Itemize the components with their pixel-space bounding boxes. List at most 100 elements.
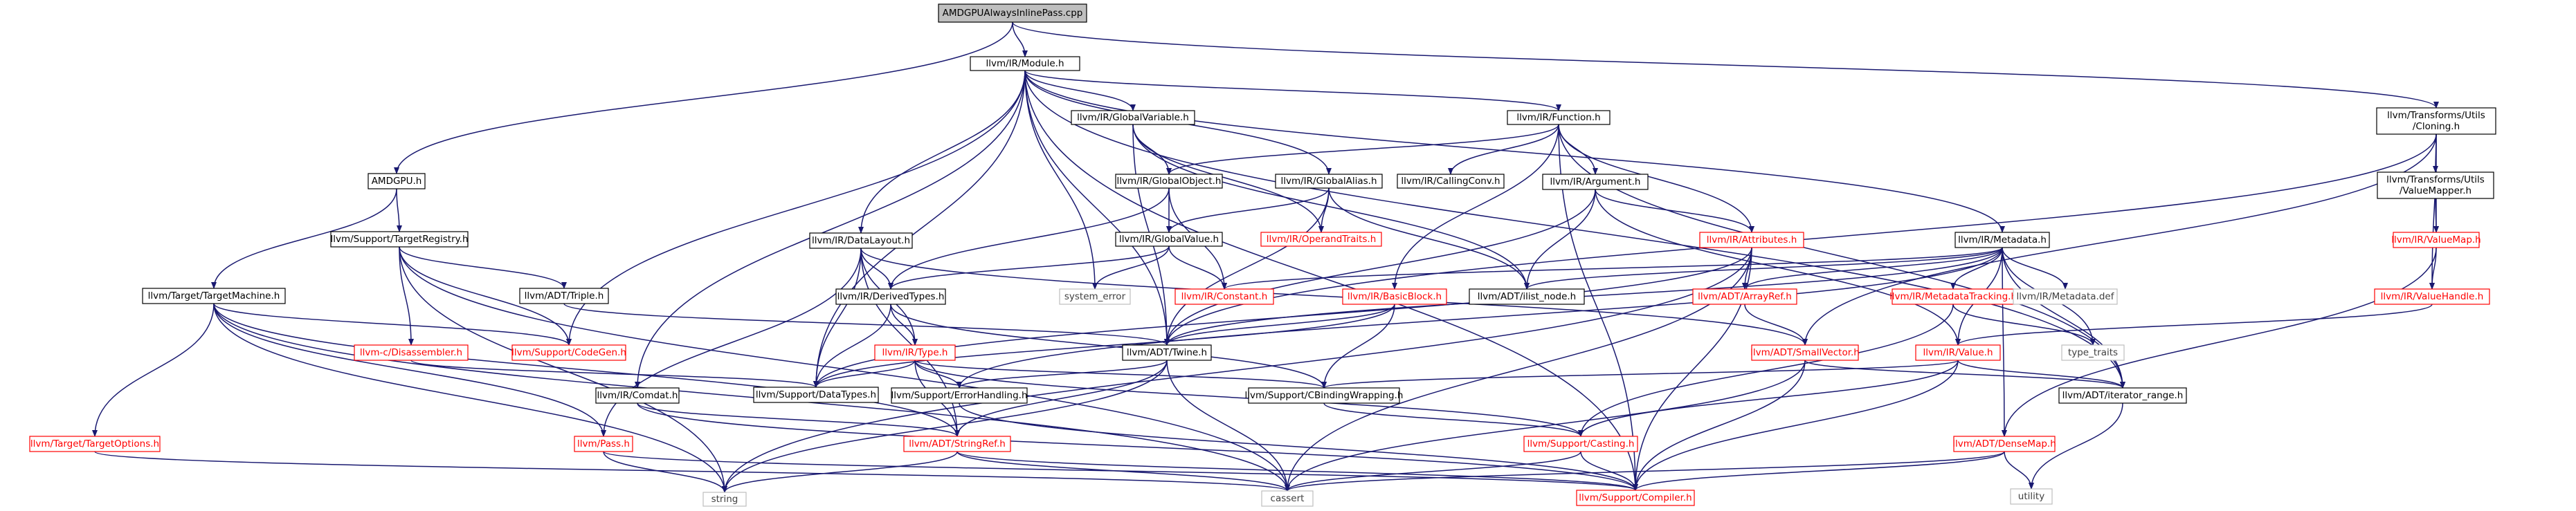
node-label: llvm/IR/DerivedTypes.h xyxy=(837,291,945,302)
node-cassert[interactable]: cassert xyxy=(1261,490,1314,507)
node-compiler[interactable]: llvm/Support/Compiler.h xyxy=(1576,490,1695,506)
node-label: llvm/Support/Casting.h xyxy=(1527,438,1635,449)
node-label: llvm/IR/Function.h xyxy=(1516,112,1600,123)
node-densemap[interactable]: llvm/ADT/DenseMap.h xyxy=(1952,436,2056,452)
node-valuehandle[interactable]: llvm/IR/ValueHandle.h xyxy=(2374,288,2490,305)
edge-arrow xyxy=(1132,124,1324,233)
edge-metadata-to-metadatadef xyxy=(2002,247,2068,290)
edge-arrow xyxy=(914,360,1584,437)
node-box xyxy=(511,344,626,361)
edge-arrow xyxy=(956,451,1290,492)
edge-arrow xyxy=(888,245,1170,290)
node-box xyxy=(1342,288,1447,305)
node-callingconv[interactable]: llvm/IR/CallingConv.h xyxy=(1397,174,1505,189)
edge-type-to-casting xyxy=(914,360,1584,437)
node-argument[interactable]: llvm/IR/Argument.h xyxy=(1542,174,1649,190)
node-value[interactable]: llvm/IR/Value.h xyxy=(1915,344,2001,361)
node-iterator_range[interactable]: llvm/ADT/iterator_range.h xyxy=(2058,387,2187,404)
node-datatypes[interactable]: llvm/Support/DataTypes.h xyxy=(753,387,879,403)
node-amdgpu[interactable]: AMDGPU.h xyxy=(368,173,426,189)
edge-targetregistry-to-triple xyxy=(399,246,567,289)
node-box xyxy=(1751,344,1859,361)
node-metadatadef[interactable]: llvm/IR/Metadata.def xyxy=(2013,288,2118,305)
node-box xyxy=(1071,110,1195,125)
node-stringref[interactable]: llvm/ADT/StringRef.h xyxy=(903,436,1011,452)
node-label: /ValueMapper.h xyxy=(2400,185,2471,196)
node-function[interactable]: llvm/IR/Function.h xyxy=(1507,110,1611,125)
node-valuemapper[interactable]: llvm/Transforms/Utils/ValueMapper.h xyxy=(2377,171,2494,199)
node-globalobject[interactable]: llvm/IR/GlobalObject.h xyxy=(1115,174,1223,189)
node-targetmachine[interactable]: llvm/Target/TargetMachine.h xyxy=(142,288,286,304)
edge-arrow xyxy=(1558,124,1638,491)
node-string[interactable]: string xyxy=(702,492,747,507)
node-box xyxy=(938,3,1087,23)
node-box xyxy=(1397,174,1505,189)
node-globalalias[interactable]: llvm/IR/GlobalAlias.h xyxy=(1275,174,1383,189)
edge-stringref-to-string xyxy=(722,451,958,493)
edge-arrow xyxy=(1024,70,1170,346)
edge-targetmachine-to-string xyxy=(213,303,727,493)
edge-arrow xyxy=(1633,360,1959,491)
node-targetoptions[interactable]: llvm/Target/TargetOptions.h xyxy=(29,436,161,452)
edge-module-to-comdat xyxy=(635,70,1026,389)
edges-layer xyxy=(92,21,2439,493)
node-pass[interactable]: llvm/Pass.h xyxy=(574,436,633,452)
node-cdisassembler[interactable]: llvm-c/Disassembler.h xyxy=(354,344,469,361)
edge-arrow xyxy=(914,360,1327,389)
node-label: llvm/IR/Comdat.h xyxy=(597,390,678,401)
node-basicblock[interactable]: llvm/IR/BasicBlock.h xyxy=(1342,288,1447,305)
edge-arrow xyxy=(1166,124,1559,175)
node-codegen[interactable]: llvm/Support/CodeGen.h xyxy=(511,344,626,361)
edge-datalayout-to-datatypes xyxy=(813,248,862,388)
node-box xyxy=(1542,174,1649,190)
node-cloning[interactable]: llvm/Transforms/Utils/Cloning.h xyxy=(2376,107,2496,135)
node-metadata[interactable]: llvm/IR/Metadata.h xyxy=(1954,232,2050,248)
edge-type-to-datatypes xyxy=(813,360,916,388)
node-valuemap[interactable]: llvm/IR/ValueMap.h xyxy=(2391,232,2481,248)
node-derivedtypes[interactable]: llvm/IR/DerivedTypes.h xyxy=(835,288,946,305)
node-module[interactable]: llvm/IR/Module.h xyxy=(970,56,1080,71)
node-box xyxy=(1699,232,1804,248)
node-casting[interactable]: llvm/Support/Casting.h xyxy=(1523,436,1638,452)
node-box xyxy=(2374,288,2490,305)
node-attributes[interactable]: llvm/IR/Attributes.h xyxy=(1699,232,1804,248)
node-datalayout[interactable]: llvm/IR/DataLayout.h xyxy=(809,232,913,249)
edge-globalvariable-to-ilist_node xyxy=(1132,124,1530,290)
node-twine[interactable]: llvm/ADT/Twine.h xyxy=(1122,344,1212,361)
node-system_error[interactable]: system_error xyxy=(1059,288,1131,305)
edge-globalvalue-to-system_error xyxy=(1092,245,1170,290)
node-operandtraits[interactable]: llvm/IR/OperandTraits.h xyxy=(1260,232,1382,247)
edge-arrow xyxy=(1285,451,2005,492)
node-type[interactable]: llvm/IR/Type.h xyxy=(874,344,956,361)
node-label: llvm/Support/TargetRegistry.h xyxy=(330,234,468,245)
edge-arrow xyxy=(1024,70,2005,233)
node-box xyxy=(2058,387,2187,404)
node-label: llvm/IR/Constant.h xyxy=(1181,291,1268,302)
node-type_traits[interactable]: type_traits xyxy=(2061,344,2125,361)
node-targetregistry[interactable]: llvm/Support/TargetRegistry.h xyxy=(330,231,469,248)
node-errorhandling[interactable]: llvm/Support/ErrorHandling.h xyxy=(891,387,1028,404)
node-box xyxy=(903,436,1011,452)
node-utility[interactable]: utility xyxy=(2010,488,2053,505)
node-globalvariable[interactable]: llvm/IR/GlobalVariable.h xyxy=(1071,110,1195,125)
edge-arrow xyxy=(2001,247,2007,437)
edge-arrow xyxy=(399,246,727,493)
node-constant[interactable]: llvm/IR/Constant.h xyxy=(1174,288,1274,305)
node-smallvector[interactable]: llvm/ADT/SmallVector.h xyxy=(1750,344,1860,361)
edge-arrow xyxy=(1323,402,1584,437)
edge-arrow xyxy=(563,303,1170,346)
node-box xyxy=(330,231,469,248)
edge-arrow xyxy=(399,246,572,346)
node-metadatatracking[interactable]: llvm/IR/MetadataTracking.h xyxy=(1889,288,2017,305)
edge-module-to-datatypes xyxy=(813,70,1026,388)
edge-arrow xyxy=(1742,247,2003,290)
node-comdat[interactable]: llvm/IR/Comdat.h xyxy=(595,387,680,404)
edge-value-to-iterator_range xyxy=(1957,360,2125,389)
node-cbindingwrapping[interactable]: llvm/Support/CBindingWrapping.h xyxy=(1245,387,1404,404)
node-label: llvm/IR/GlobalValue.h xyxy=(1119,234,1219,245)
node-triple[interactable]: llvm/ADT/Triple.h xyxy=(519,288,609,304)
node-ilist_node[interactable]: llvm/ADT/ilist_node.h xyxy=(1469,288,1585,305)
node-globalvalue[interactable]: llvm/IR/GlobalValue.h xyxy=(1115,232,1223,247)
node-arrayref[interactable]: llvm/ADT/ArrayRef.h xyxy=(1692,288,1797,305)
edge-argument-to-twine xyxy=(1164,189,1596,346)
